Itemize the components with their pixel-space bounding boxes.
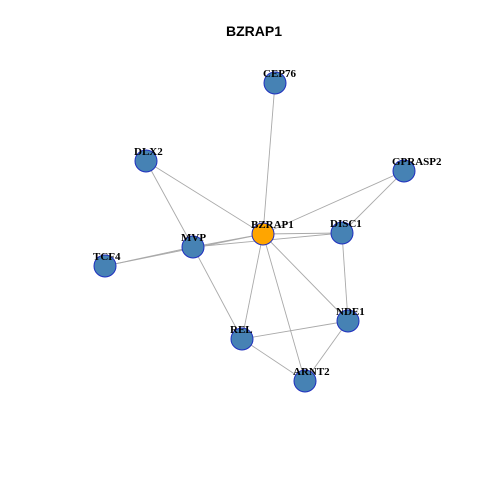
node-arnt2: ARNT2 [293,366,330,393]
edge-rel-arnt2 [241,338,306,382]
node-label: GPRASP2 [392,156,442,168]
node-circle [251,222,275,246]
edge-bzrap1-disc1 [262,232,343,235]
edge-layer [104,82,405,382]
node-label: DLX2 [134,146,163,158]
node-tcf4: TCF4 [93,251,121,278]
node-circle [263,71,287,95]
node-label: REL [230,324,253,336]
node-mvp: MVP [181,232,206,259]
node-label: MVP [181,232,206,244]
node-label: ARNT2 [293,366,330,378]
node-circle [134,149,158,173]
node-circle [293,369,317,393]
node-label: NDE1 [336,306,365,318]
edge-mvp-tcf4 [104,246,194,267]
node-disc1: DISC1 [330,218,362,245]
node-bzrap1: BZRAP1 [251,219,294,246]
edge-dlx2-bzrap1 [145,160,264,235]
node-label: DISC1 [330,218,362,230]
edge-mvp-rel [192,246,243,340]
node-circle [336,309,360,333]
node-rel: REL [230,324,254,351]
node-label: TCF4 [93,251,121,263]
node-circle [181,235,205,259]
edge-bzrap1-nde1 [262,233,349,322]
node-label: CEP76 [263,68,297,80]
node-circle [392,159,416,183]
edge-disc1-nde1 [341,232,349,322]
node-label: BZRAP1 [251,219,294,231]
node-cep76: CEP76 [263,68,297,95]
node-nde1: NDE1 [336,306,365,333]
node-circle [330,221,354,245]
node-dlx2: DLX2 [134,146,163,173]
node-circle [93,254,117,278]
edge-dlx2-mvp [145,160,194,248]
node-gprasp2: GPRASP2 [392,156,442,183]
edge-cep76-bzrap1 [262,82,276,235]
edge-nde1-arnt2 [304,320,349,382]
edge-bzrap1-arnt2 [262,233,306,382]
edge-gprasp2-bzrap1 [262,170,405,235]
node-circle [230,327,254,351]
diagram-title: BZRAP1 [226,23,282,39]
edge-nde1-rel [241,320,349,340]
edge-gprasp2-disc1 [341,170,405,234]
edge-bzrap1-rel [241,233,264,340]
